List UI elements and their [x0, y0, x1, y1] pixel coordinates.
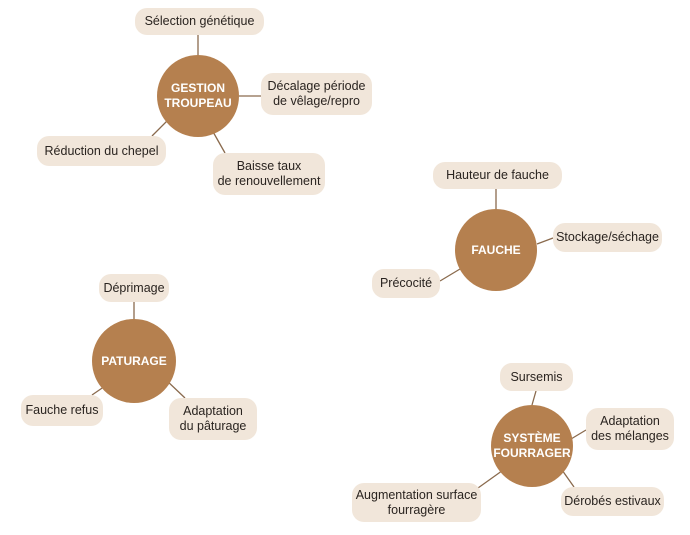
leaf-label: Baisse taux [236, 159, 302, 173]
leaf-label: du pâturage [179, 419, 247, 433]
leaf-label: de vêlage/repro [273, 94, 360, 108]
leaf-label: Stockage/séchage [556, 230, 659, 244]
connector-line [211, 129, 226, 154]
hub-label-line: PATURAGE [101, 353, 167, 368]
connector-line [536, 237, 554, 245]
leaf-label: Précocité [379, 276, 433, 290]
connector-line [531, 390, 537, 406]
leaf-label: Fauche refus [25, 403, 99, 417]
hub-gestion-troupeau: GESTION TROUPEAU [157, 55, 239, 137]
connector-line [570, 429, 587, 440]
leaf-label: Adaptation [600, 414, 660, 428]
leaf-reduction-chepel: Réduction du chepel [37, 136, 166, 166]
leaf-hauteur-fauche: Hauteur de fauche [433, 162, 562, 189]
leaf-label: Déprimage [103, 280, 165, 295]
hub-label-line: FOURRAGER [493, 446, 571, 460]
leaf-label: Décalage période [267, 79, 366, 93]
leaf-stockage-sechage: Stockage/séchage [553, 223, 662, 252]
leaf-label: Adaptation [183, 404, 243, 418]
leaf-fauche-refus: Fauche refus [21, 395, 103, 426]
leaf-label: fourragère [387, 502, 446, 517]
leaf-label: Réduction du chepel [44, 143, 159, 158]
hub-label-line: GESTION [170, 81, 225, 95]
leaf-precocite: Précocité [372, 269, 440, 298]
leaf-label: Sursemis [510, 369, 563, 384]
leaf-label: de renouvellement [217, 174, 321, 188]
hub-label-line: FAUCHE [471, 242, 521, 257]
leaf-deprimage: Déprimage [99, 274, 169, 302]
hub-fauche: FAUCHE [455, 209, 537, 291]
leaf-label: des mélanges [591, 429, 669, 443]
leaf-selection-genetique: Sélection génétique [135, 8, 264, 35]
leaf-decalage-periode: Décalage période de vêlage/repro [261, 73, 372, 115]
hub-paturage: PATURAGE [92, 319, 176, 403]
leaf-adaptation-paturage: Adaptation du pâturage [169, 398, 257, 440]
leaf-augmentation-surface: Augmentation surface fourragère [352, 483, 481, 522]
hub-label-line: TROUPEAU [164, 96, 232, 110]
leaf-baisse-taux: Baisse taux de renouvellement [213, 153, 325, 195]
leaf-adaptation-melanges: Adaptation des mélanges [586, 408, 674, 450]
hub-systeme-fourrager: SYSTÈME FOURRAGER [491, 405, 573, 487]
leaf-label: Sélection génétique [144, 14, 255, 28]
leaf-derobes-estivaux: Dérobés estivaux [561, 487, 664, 516]
leaf-label: Augmentation surface [355, 487, 478, 502]
leaf-sursemis: Sursemis [500, 363, 573, 391]
leaf-label: Dérobés estivaux [564, 494, 661, 508]
leaf-label: Hauteur de fauche [446, 168, 549, 182]
hub-label-line: SYSTÈME [503, 431, 561, 445]
connector-line [561, 469, 575, 488]
